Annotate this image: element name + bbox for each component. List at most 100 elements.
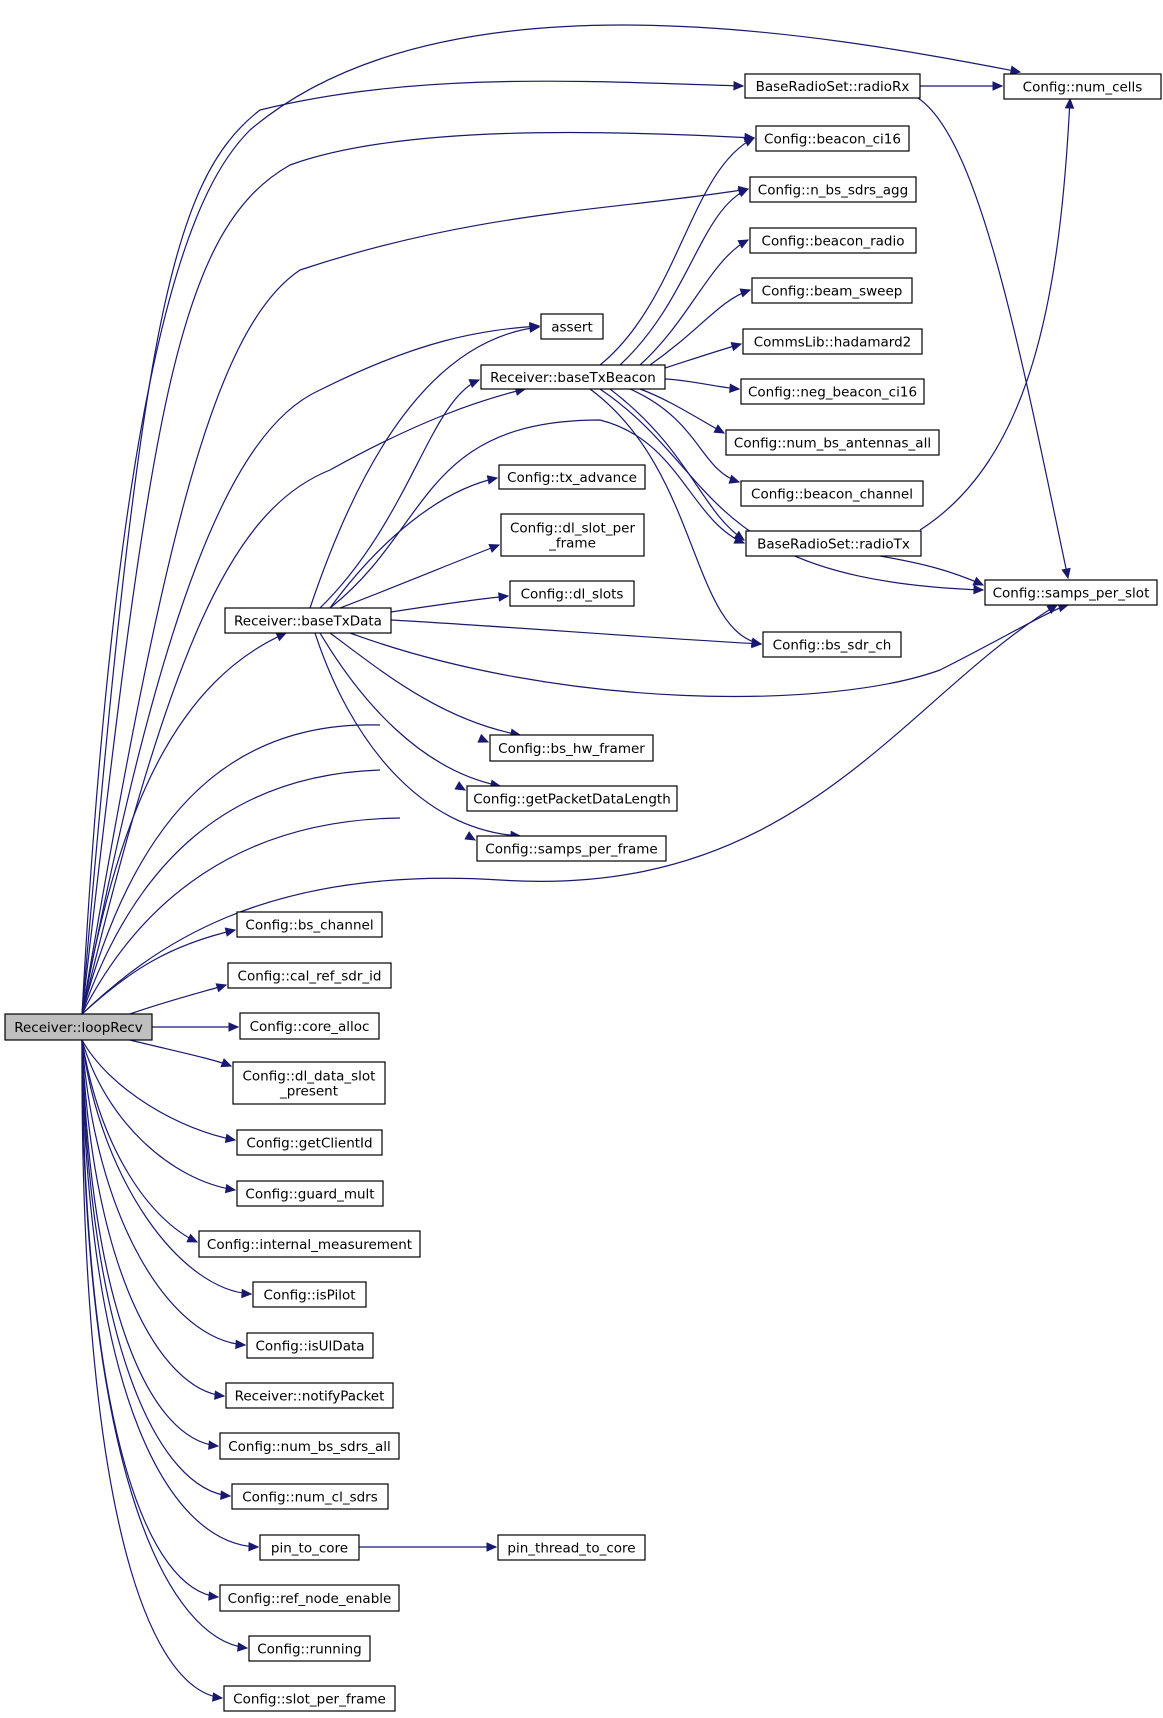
node-notifyPacket[interactable]: Receiver::notifyPacket — [225, 1382, 394, 1409]
node-getPacketDataLength[interactable]: Config::getPacketDataLength — [466, 785, 678, 812]
node-label: pin_to_core — [271, 1541, 348, 1557]
edge-baseTxData-to-radioTx — [329, 419, 746, 609]
node-isUlData[interactable]: Config::isUlData — [246, 1332, 374, 1359]
edge-loopRecv-to-internal_measurement — [81, 1039, 199, 1243]
edge-baseTxData-to-dl_slots — [390, 592, 510, 613]
node-label: Config::num_cells — [1023, 80, 1143, 96]
node-isPilot[interactable]: Config::isPilot — [252, 1281, 367, 1308]
edge-loopRecv-to-core_alloc — [152, 1022, 240, 1032]
node-samps_per_frame[interactable]: Config::samps_per_frame — [476, 835, 667, 862]
node-loopRecv[interactable]: Receiver::loopRecv — [4, 1013, 153, 1041]
node-assert[interactable]: assert — [540, 313, 604, 340]
node-neg_beacon_ci16[interactable]: Config::neg_beacon_ci16 — [740, 378, 925, 405]
edge-baseTxData-to-dl_slot_per_frame — [339, 543, 501, 609]
node-ref_node_enable[interactable]: Config::ref_node_enable — [219, 1584, 400, 1612]
node-getClientId[interactable]: Config::getClientId — [236, 1129, 383, 1156]
edge-loopRecv-to-bs_channel — [81, 927, 237, 1015]
node-label: Config::bs_sdr_ch — [773, 638, 892, 654]
node-label: assert — [551, 320, 593, 336]
node-internal_measurement[interactable]: Config::internal_measurement — [198, 1230, 421, 1258]
node-label: Config::dl_slot_per — [510, 521, 635, 537]
node-beam_sweep[interactable]: Config::beam_sweep — [751, 277, 913, 304]
node-label: _frame — [548, 536, 596, 552]
edge-loopRecv-to-beacon_ci16 — [81, 131, 756, 1015]
node-num_bs_antennas_all[interactable]: Config::num_bs_antennas_all — [725, 429, 940, 456]
node-dl_data_slot_present[interactable]: Config::dl_data_slot_present — [232, 1061, 386, 1105]
node-label: Config::bs_hw_framer — [498, 741, 645, 757]
edge-loopRecv-to-running — [81, 1039, 249, 1652]
node-bs_channel[interactable]: Config::bs_channel — [236, 911, 383, 938]
node-radioRx[interactable]: BaseRadioSet::radioRx — [744, 73, 921, 99]
edge-loopRecv-to-isUlData — [81, 1039, 247, 1350]
node-guard_mult[interactable]: Config::guard_mult — [236, 1180, 384, 1207]
edge-radioRx-to-num_cells — [919, 81, 1004, 91]
node-label: Config::num_cl_sdrs — [242, 1490, 378, 1506]
edge-loopRecv-to-slot_per_frame — [81, 1039, 224, 1702]
node-label: Config::samps_per_slot — [993, 586, 1150, 602]
edge-loopRecv-to-num_bs_sdrs_all — [81, 1039, 220, 1450]
node-samps_per_slot[interactable]: Config::samps_per_slot — [984, 579, 1158, 606]
node-slot_per_frame[interactable]: Config::slot_per_frame — [223, 1685, 396, 1712]
node-label: Config::guard_mult — [245, 1187, 374, 1203]
edge-loopRecv-to-samps_per_frame — [81, 817, 477, 1015]
node-hadamard2[interactable]: CommsLib::hadamard2 — [742, 328, 923, 355]
node-dl_slot_per_frame[interactable]: Config::dl_slot_per_frame — [500, 513, 645, 557]
node-bs_sdr_ch[interactable]: Config::bs_sdr_ch — [762, 631, 902, 658]
edge-baseTxBeacon-to-hadamard2 — [664, 342, 743, 369]
node-label: Receiver::baseTxData — [234, 614, 382, 630]
edge-baseTxBeacon-to-samps_per_slot — [599, 388, 985, 595]
node-label: Config::getPacketDataLength — [473, 792, 671, 808]
edge-loopRecv-to-radioRx — [81, 80, 745, 1015]
node-beacon_ci16[interactable]: Config::beacon_ci16 — [755, 125, 910, 152]
node-beacon_channel[interactable]: Config::beacon_channel — [740, 480, 924, 507]
node-label: pin_thread_to_core — [507, 1541, 635, 1557]
edge-baseTxBeacon-to-neg_beacon_ci16 — [664, 378, 741, 393]
edge-baseTxBeacon-to-beacon_channel — [629, 388, 741, 484]
node-tx_advance[interactable]: Config::tx_advance — [498, 464, 646, 490]
edge-baseTxData-to-assert — [309, 323, 541, 609]
edge-baseTxBeacon-to-beacon_ci16 — [599, 137, 756, 366]
node-label: Config::running — [257, 1642, 362, 1658]
node-label: Config::beacon_ci16 — [764, 132, 901, 148]
node-label: Config::num_bs_antennas_all — [734, 436, 931, 452]
edge-loopRecv-to-ref_node_enable — [81, 1039, 220, 1601]
node-running[interactable]: Config::running — [248, 1635, 371, 1662]
node-n_bs_sdrs_agg[interactable]: Config::n_bs_sdrs_agg — [749, 176, 917, 203]
node-num_cells[interactable]: Config::num_cells — [1003, 73, 1162, 100]
node-core_alloc[interactable]: Config::core_alloc — [239, 1012, 380, 1040]
edge-loopRecv-to-num_cl_sdrs — [81, 1039, 232, 1500]
node-label: Config::ref_node_enable — [228, 1591, 392, 1607]
edge-loopRecv-to-n_bs_sdrs_agg — [81, 185, 750, 1015]
node-bs_hw_framer[interactable]: Config::bs_hw_framer — [489, 734, 654, 762]
node-label: Config::slot_per_frame — [233, 1692, 386, 1708]
node-num_bs_sdrs_all[interactable]: Config::num_bs_sdrs_all — [219, 1432, 400, 1460]
node-num_cl_sdrs[interactable]: Config::num_cl_sdrs — [231, 1483, 389, 1510]
node-label: Config::num_bs_sdrs_all — [228, 1439, 391, 1455]
edge-loopRecv-to-pin_to_core — [81, 1039, 260, 1552]
node-pin_thread_to_core[interactable]: pin_thread_to_core — [497, 1534, 646, 1561]
edge-baseTxData-to-samps_per_slot — [349, 602, 1070, 698]
node-label: Config::dl_data_slot — [243, 1069, 376, 1085]
node-dl_slots[interactable]: Config::dl_slots — [509, 580, 635, 607]
node-baseTxData[interactable]: Receiver::baseTxData — [224, 607, 392, 634]
node-label: Config::n_bs_sdrs_agg — [758, 183, 908, 199]
node-label: Config::beacon_radio — [762, 234, 905, 250]
node-label: Config::bs_channel — [245, 918, 373, 934]
edge-loopRecv-to-isPilot — [81, 1039, 253, 1299]
node-label: Config::cal_ref_sdr_id — [238, 969, 382, 985]
edge-loopRecv-to-cal_ref_sdr_id — [129, 983, 228, 1015]
node-beacon_radio[interactable]: Config::beacon_radio — [749, 227, 917, 254]
call-edges — [81, 24, 1075, 1702]
node-cal_ref_sdr_id[interactable]: Config::cal_ref_sdr_id — [227, 962, 392, 989]
node-label: Receiver::baseTxBeacon — [490, 370, 656, 386]
node-radioTx[interactable]: BaseRadioSet::radioTx — [745, 530, 922, 557]
edge-loopRecv-to-bs_hw_framer — [81, 724, 490, 1015]
node-label: Config::tx_advance — [507, 470, 637, 486]
edge-loopRecv-to-getPacketDataLength — [81, 769, 467, 1015]
node-label: Config::beam_sweep — [762, 284, 903, 300]
edge-loopRecv-to-dl_data_slot_present — [129, 1039, 233, 1068]
node-baseTxBeacon[interactable]: Receiver::baseTxBeacon — [480, 364, 666, 390]
node-pin_to_core[interactable]: pin_to_core — [259, 1534, 360, 1561]
edge-baseTxData-to-bs_sdr_ch — [390, 619, 763, 649]
node-label: Config::samps_per_frame — [485, 842, 657, 858]
